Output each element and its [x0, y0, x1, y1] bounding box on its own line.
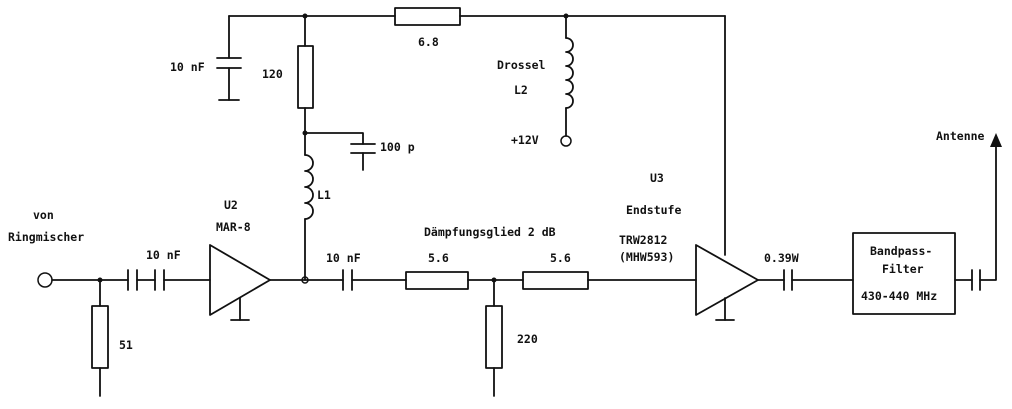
power-label: 0.39W	[764, 251, 799, 265]
input-section: 51 von Ringmischer	[8, 208, 133, 397]
attenuator-shunt-label: 220	[517, 332, 538, 346]
u3-role-label: Endstufe	[626, 203, 681, 217]
amplifier-u2: U2 MAR-8	[209, 198, 344, 321]
bypass-capacitor: 10 nF	[170, 57, 242, 101]
choke-l2-label: L2	[514, 83, 528, 97]
series-resistor-label: 6.8	[418, 35, 439, 49]
bias-resistor: 120	[262, 15, 314, 134]
choke-name-label: Drossel	[497, 58, 546, 72]
bandpass-filter: Bandpass- Filter 430-440 MHz	[852, 232, 956, 315]
bias-resistor-label: 120	[262, 67, 283, 81]
u3-name-label: U3	[650, 171, 664, 185]
u3-alt-label: (MHW593)	[619, 250, 674, 264]
bypass-capacitor-label: 10 nF	[170, 60, 205, 74]
supply-label: +12V	[511, 133, 539, 147]
u2-type-label: MAR-8	[216, 220, 251, 234]
attenuator-resistor2-label: 5.6	[550, 251, 571, 265]
attenuator-resistor1-label: 5.6	[428, 251, 449, 265]
decoupling-capacitor-label: 100 p	[380, 140, 415, 154]
source-label-line1: von	[33, 208, 54, 222]
attenuator: Dämpfungsglied 2 dB 5.6 5.6 220	[405, 225, 697, 397]
u2-name-label: U2	[224, 198, 238, 212]
amplifier-u3: U3 Endstufe TRW2812 (MHW593)	[619, 171, 785, 321]
filter-range-label: 430-440 MHz	[861, 289, 937, 303]
output-coupling-capacitor: 10 nF	[326, 251, 407, 291]
choke-l2: Drossel L2 +12V	[497, 15, 574, 147]
filter-label-line2: Filter	[882, 262, 924, 276]
inductor-l1-label: L1	[317, 188, 331, 202]
inductor-l1: L1	[304, 132, 331, 281]
antenna-output: Antenne	[936, 129, 1002, 291]
output-capacitor-label: 10 nF	[326, 251, 361, 265]
input-capacitor-label: 10 nF	[146, 248, 181, 262]
input-resistor-label: 51	[119, 338, 133, 352]
attenuator-label: Dämpfungsglied 2 dB	[424, 225, 556, 239]
top-rail	[228, 13, 726, 256]
power-coupling-capacitor: 0.39W	[764, 251, 854, 291]
antenna-label: Antenne	[936, 129, 985, 143]
antenna-arrow-icon	[990, 133, 1002, 147]
source-label-line2: Ringmischer	[8, 230, 84, 244]
u3-type-label: TRW2812	[619, 233, 667, 247]
input-coupling-capacitor: 10 nF	[127, 248, 211, 291]
series-resistor: 6.8	[394, 7, 461, 49]
filter-label-line1: Bandpass-	[870, 244, 932, 258]
decoupling-capacitor: 100 p	[302, 130, 415, 171]
